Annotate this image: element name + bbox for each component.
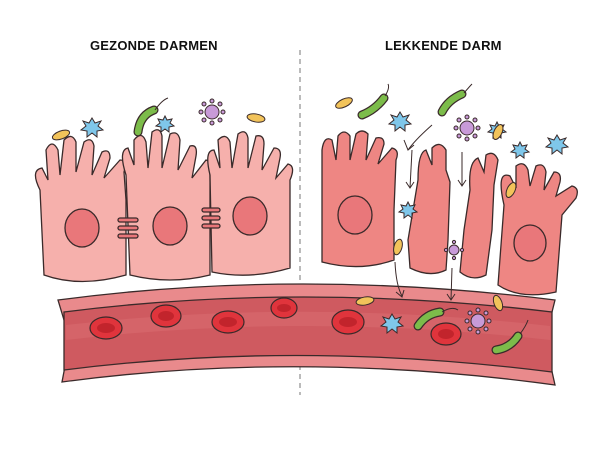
healthy-cell <box>207 131 294 276</box>
yellow-particle <box>505 182 517 198</box>
spiky-particle <box>397 200 419 219</box>
bacteria <box>133 83 529 355</box>
healthy-cell <box>34 135 127 283</box>
yellow-particle <box>393 238 403 256</box>
viruses <box>198 98 492 335</box>
bacterium <box>357 83 390 120</box>
healthy-cells <box>34 129 294 283</box>
spiky-particles <box>79 111 570 335</box>
bacterium <box>133 97 169 137</box>
leaky-cell-narrow <box>459 152 499 279</box>
yellow-particle <box>335 97 353 109</box>
leak-arrows <box>394 124 467 301</box>
spiky-particle <box>509 140 531 159</box>
virus <box>198 98 226 126</box>
spiky-particle <box>154 114 176 133</box>
healthy-cell <box>121 129 212 281</box>
yellow-particle <box>492 294 504 312</box>
yellow-particle <box>355 296 375 306</box>
blood-vessel <box>57 283 556 386</box>
leaky-cell-narrow <box>407 143 451 275</box>
leaky-cell <box>497 163 578 296</box>
leaky-gut-label: LEKKENDE DARM <box>385 38 502 53</box>
virus <box>453 114 481 142</box>
yellow-particle <box>492 124 504 140</box>
bacterium <box>437 83 473 117</box>
tight-junctions <box>117 207 221 239</box>
red-blood-cells <box>89 297 462 346</box>
bacterium <box>413 307 459 331</box>
red-blood-cell <box>89 316 123 340</box>
red-blood-cell <box>150 304 182 328</box>
virus <box>443 239 465 261</box>
red-blood-cell <box>270 297 298 319</box>
leaky-cells <box>321 130 578 296</box>
spiky-particle <box>544 134 570 156</box>
leaky-cell <box>321 130 398 268</box>
bacterium <box>491 319 529 355</box>
spiky-particle <box>379 313 405 335</box>
red-blood-cell <box>331 309 365 335</box>
yellow-particles <box>51 97 517 312</box>
yellow-particle <box>246 113 266 123</box>
healthy-gut-label: GEZONDE DARMEN <box>90 38 218 53</box>
red-blood-cell <box>211 310 245 334</box>
spiky-particle <box>387 111 413 133</box>
yellow-particle <box>51 129 71 141</box>
red-blood-cell <box>430 322 462 346</box>
virus <box>464 307 492 335</box>
spiky-particle <box>79 117 105 139</box>
